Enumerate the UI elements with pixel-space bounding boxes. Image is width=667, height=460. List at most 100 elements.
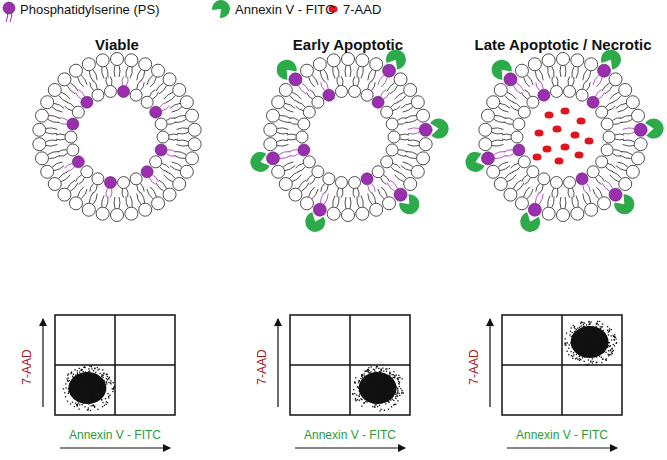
axis-label: 7-AAD xyxy=(467,349,481,384)
legend-text: 7-AAD xyxy=(343,2,381,17)
lipid-head xyxy=(312,166,324,178)
axis-label: Annexin V - FITC xyxy=(69,428,161,442)
lipid-head xyxy=(96,54,109,67)
lipid-head xyxy=(518,106,530,118)
cell-cluster xyxy=(359,372,397,404)
lipid-head xyxy=(92,89,104,101)
lipid-head xyxy=(104,85,116,97)
ps-head xyxy=(155,144,167,156)
annexin-v xyxy=(386,50,406,70)
ps-head xyxy=(361,173,373,185)
lipid-head xyxy=(125,207,138,220)
axis-label: 7-AAD xyxy=(20,349,34,384)
lipid-head xyxy=(349,177,361,189)
lipid-head xyxy=(188,123,201,136)
ps-head xyxy=(598,64,611,77)
ps-head xyxy=(141,166,153,178)
lipid-head xyxy=(96,207,109,220)
lipid-head xyxy=(313,58,326,71)
lipid-head xyxy=(504,188,517,201)
lipid-head xyxy=(342,53,355,66)
lipid-head xyxy=(601,118,613,130)
lipid-head xyxy=(279,83,292,96)
7aad-dye xyxy=(553,126,562,133)
ps-head xyxy=(266,152,279,165)
lipid-head xyxy=(481,109,494,122)
ps-head xyxy=(298,144,310,156)
lipid-head xyxy=(139,203,152,216)
lipid-head xyxy=(186,109,199,122)
ps-head xyxy=(313,203,326,216)
lipid-head xyxy=(388,131,400,143)
lipid-head xyxy=(111,53,124,66)
lipid-head xyxy=(381,156,393,168)
lipid-head xyxy=(564,85,576,97)
lipid-head xyxy=(125,54,138,67)
lipid-head xyxy=(48,83,61,96)
ps-head xyxy=(576,173,588,185)
ps-head xyxy=(609,188,622,201)
column-title: Viable xyxy=(95,36,139,53)
7aad-dye xyxy=(561,144,570,151)
axis-label: Annexin V - FITC xyxy=(304,428,396,442)
lipid-head xyxy=(157,131,169,143)
lipid-head xyxy=(411,96,424,109)
lipid-head xyxy=(511,131,523,143)
ps-head xyxy=(513,144,525,156)
lipid-head xyxy=(264,138,277,151)
column-title: Late Apoptotic / Necrotic xyxy=(475,36,652,53)
lipid-head xyxy=(513,118,525,130)
lipid-head xyxy=(528,58,541,71)
lipid-head xyxy=(518,156,530,168)
lipid-head xyxy=(300,64,313,77)
lipid-head xyxy=(598,197,611,210)
lipid-head xyxy=(372,166,384,178)
lipid-head xyxy=(264,123,277,136)
lipid-head xyxy=(72,106,84,118)
lipid-head xyxy=(609,73,622,86)
lipid-head xyxy=(303,156,315,168)
axis-arrow xyxy=(507,447,617,448)
legend-text: Annexin V - FITC xyxy=(235,2,335,17)
7aad-dye xyxy=(577,118,586,125)
lipid-head xyxy=(601,144,613,156)
ps-head xyxy=(634,123,647,136)
lipid-head xyxy=(619,178,632,191)
lipid-head xyxy=(139,58,152,71)
lipid-head xyxy=(289,188,302,201)
axis-arrow xyxy=(60,447,170,448)
annexin-v xyxy=(645,119,663,139)
axis-label: Annexin V - FITC xyxy=(516,428,608,442)
7aad-dye xyxy=(561,108,570,115)
lipid-head xyxy=(557,209,570,222)
lipid-head xyxy=(118,177,130,189)
lipid-head xyxy=(33,123,46,136)
lipid-head xyxy=(33,138,46,151)
lipid-head xyxy=(141,96,153,108)
flow-plot xyxy=(43,315,175,448)
annexin-v xyxy=(601,50,621,70)
lipid-head xyxy=(587,166,599,178)
annexin-v xyxy=(250,152,269,172)
ps-head xyxy=(289,73,302,86)
annexin-v xyxy=(277,60,297,80)
cell-cluster xyxy=(68,372,106,404)
lipid-head xyxy=(542,54,555,67)
7aad-dye xyxy=(535,130,544,137)
lipid-head xyxy=(163,188,176,201)
lipid-head xyxy=(404,83,417,96)
lipid-head xyxy=(542,207,555,220)
cell-cluster xyxy=(571,326,609,358)
lipid-head xyxy=(571,54,584,67)
cell-membrane xyxy=(33,53,201,222)
lipid-head xyxy=(69,197,82,210)
annexin-v xyxy=(614,194,634,214)
lipid-head xyxy=(386,118,398,130)
lipid-head xyxy=(41,96,54,109)
ps-head xyxy=(150,106,162,118)
lipid-head xyxy=(404,178,417,191)
ps-head xyxy=(81,96,93,108)
lipid-head xyxy=(155,118,167,130)
lipid-head xyxy=(298,118,310,130)
